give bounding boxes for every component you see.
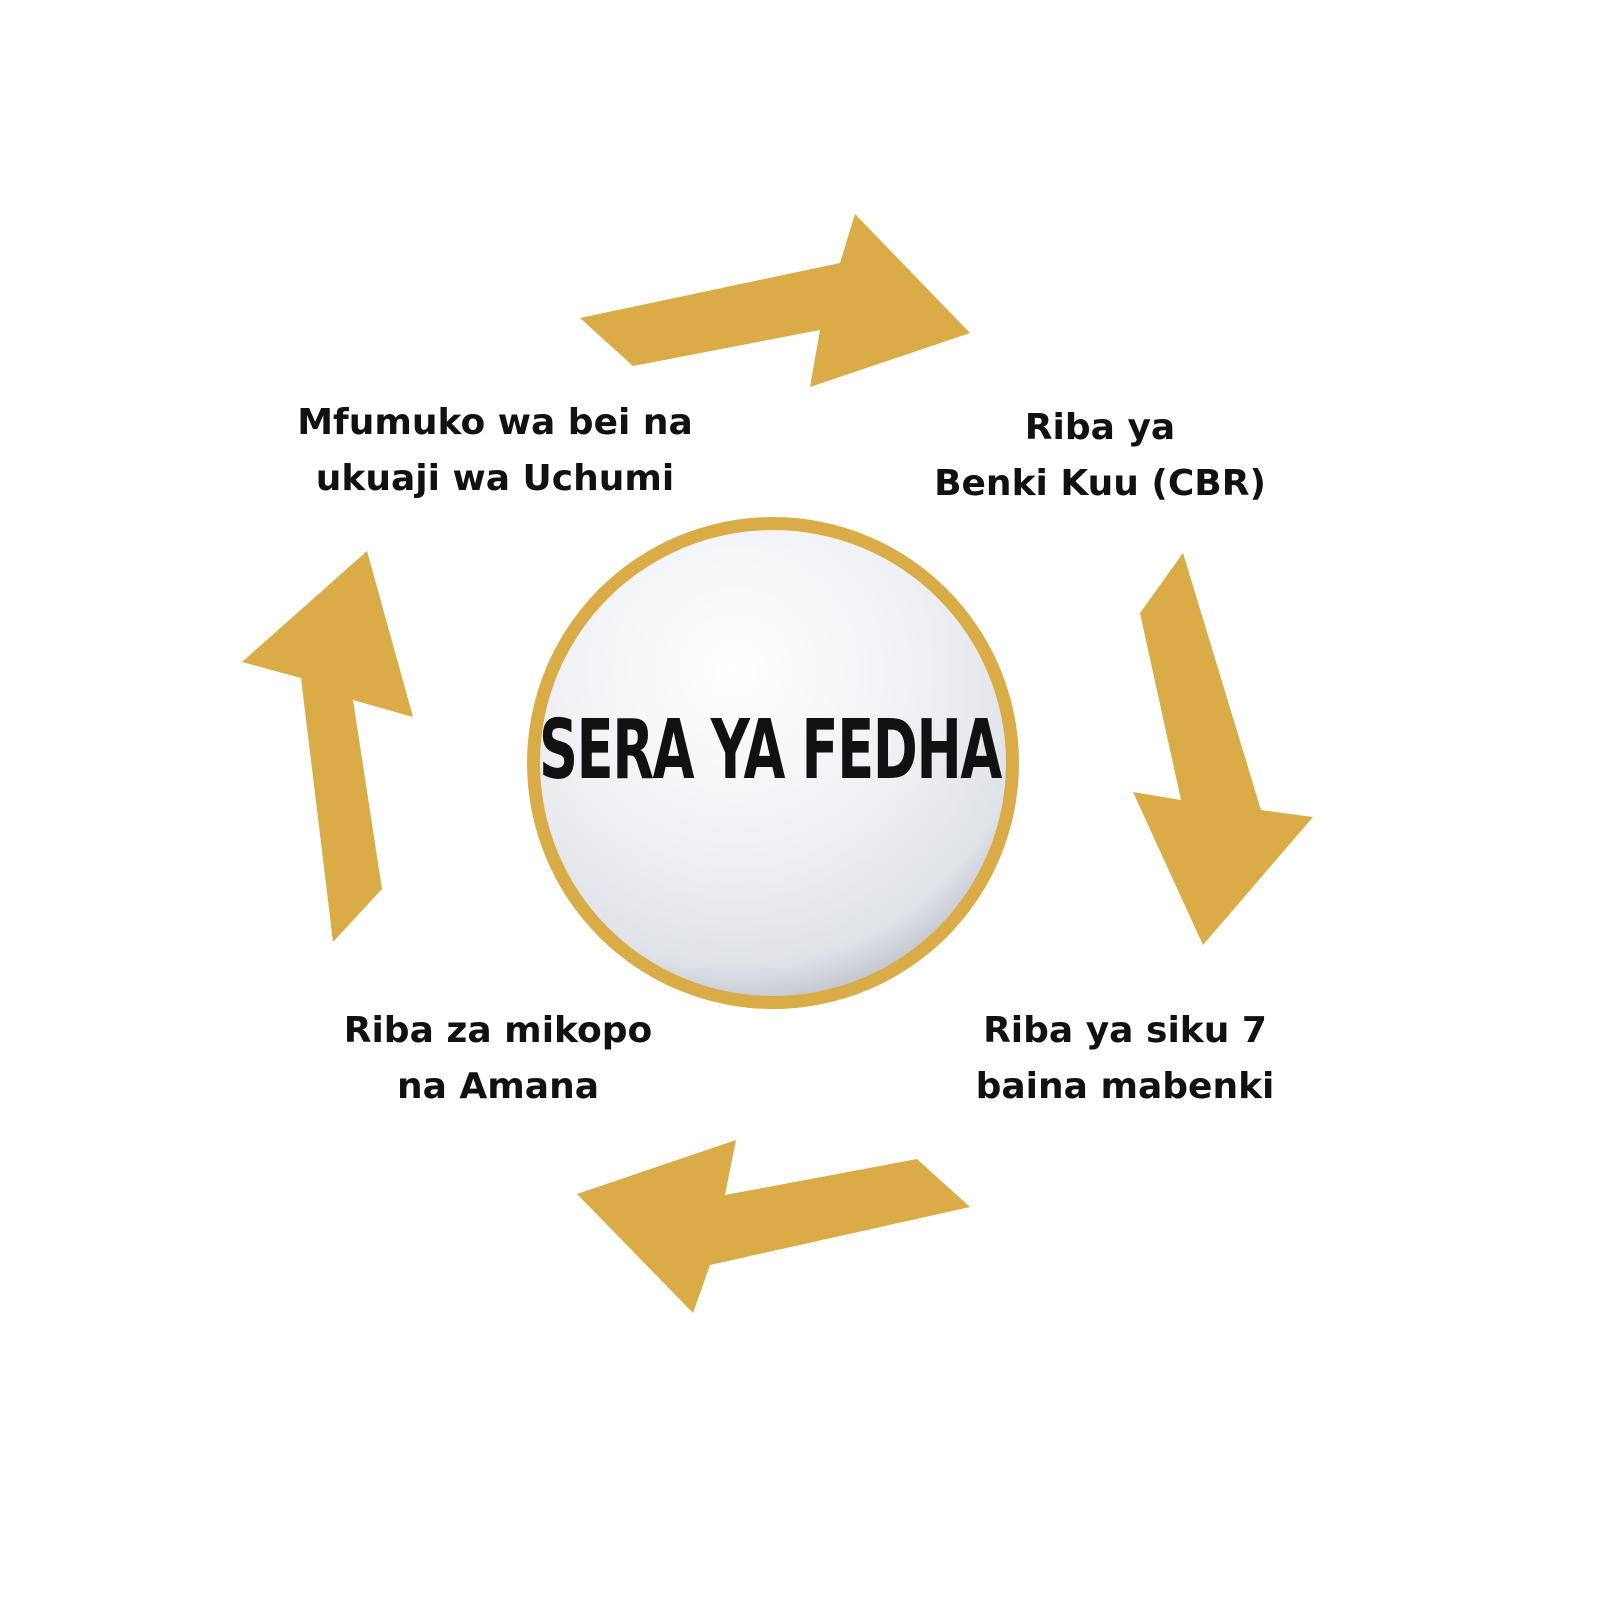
- node-line-1: Riba ya: [1024, 407, 1176, 448]
- center-sphere: [540, 530, 1006, 996]
- arrow-bottom-icon: [577, 1140, 970, 1313]
- arrow-top-icon: [580, 214, 970, 387]
- center-title: SERA YA FEDHA: [539, 702, 1002, 798]
- node-line-2: na Amana: [396, 1066, 600, 1107]
- arrow-left-icon: [242, 551, 413, 942]
- node-line-1: Mfumuko wa bei na: [297, 402, 693, 443]
- node-line-2: baina mabenki: [975, 1066, 1275, 1107]
- node-interbank-rate: Riba ya siku 7 baina mabenki: [885, 1003, 1365, 1115]
- node-line-1: Riba za mikopo: [343, 1010, 653, 1051]
- node-line-2: Benki Kuu (CBR): [934, 463, 1266, 504]
- node-line-1: Riba ya siku 7: [983, 1010, 1267, 1051]
- node-loan-deposit-rates: Riba za mikopo na Amana: [258, 1003, 738, 1115]
- node-central-bank-rate: Riba ya Benki Kuu (CBR): [860, 400, 1340, 512]
- node-inflation-growth: Mfumuko wa bei na ukuaji wa Uchumi: [255, 395, 735, 507]
- node-line-2: ukuaji wa Uchumi: [315, 458, 675, 499]
- arrow-right-icon: [1133, 553, 1313, 945]
